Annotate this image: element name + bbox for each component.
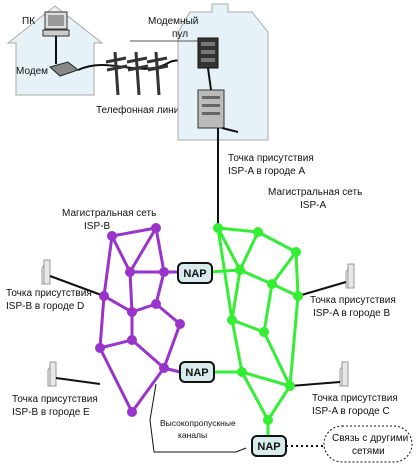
highspeed-callout: [149, 383, 247, 453]
pop-b-city-d-building: [41, 259, 51, 285]
router-node: [159, 363, 169, 373]
telephone-pole-icon: [126, 51, 149, 96]
router-node: [213, 223, 223, 233]
pop-a-city-c-label-line2: ISP-A в городе C: [312, 406, 390, 417]
backbone-b-label-line2: ISP-B: [84, 221, 110, 232]
nap-box-3: NAP: [251, 435, 287, 457]
nap-label: NAP: [257, 441, 280, 453]
pop-a-city-c-label-line1: Точка присутствия: [312, 393, 398, 404]
router-node: [159, 267, 169, 277]
highspeed-label-line1: Высокопропускные: [160, 418, 236, 428]
pop-a-c-link: [289, 381, 341, 387]
nap-box-1: NAP: [177, 262, 213, 284]
pop-b-city-e-building: [47, 361, 57, 387]
router-node: [107, 231, 117, 241]
pop-b-d-link: [49, 275, 105, 297]
nap-label: NAP: [183, 268, 206, 280]
pop-b-city-e-label-line2: ISP-B в городе E: [12, 407, 90, 418]
telephone-pole-icon: [105, 51, 128, 96]
router-node: [291, 247, 301, 257]
router-node: [235, 265, 245, 275]
backbone-a-label-line2: ISP-A: [300, 200, 326, 211]
modem-pool-rack-icon: [197, 37, 219, 69]
isp-b-network: [98, 226, 182, 413]
router-node: [99, 291, 109, 301]
router-node: [151, 299, 161, 309]
pc-label: ПК: [22, 16, 35, 27]
modem-label: Модем: [16, 66, 48, 77]
pop-b-city-e-label-line1: Точка присутствия: [12, 394, 98, 405]
pop-a-city-a-label-line1: Точка присутствия: [228, 153, 314, 164]
backbone-a-label-line1: Магистральная сеть: [268, 187, 362, 198]
pool-server-cable: [207, 67, 212, 91]
other-networks-label-line2: сетями: [352, 446, 385, 457]
backbone-b-label-line1: Магистральная сеть: [62, 208, 156, 219]
server-icon: [197, 89, 225, 129]
router-node: [127, 335, 137, 345]
router-node: [125, 267, 135, 277]
router-node: [127, 407, 137, 417]
modem-pool-label-line2: пул: [172, 29, 188, 40]
pc-icon: [42, 11, 70, 37]
router-node: [263, 415, 273, 425]
isp-a-network: [209, 226, 300, 438]
router-node: [127, 307, 137, 317]
telephone-pole-icon: [146, 51, 169, 96]
isp-b-nodes: [95, 223, 185, 417]
highspeed-label-line2: каналы: [178, 430, 207, 440]
pop-a-city-b-label-line2: ISP-A в городе B: [313, 308, 391, 319]
router-node: [227, 315, 237, 325]
other-networks-cloud: [323, 425, 413, 463]
router-node: [259, 327, 269, 337]
router-node: [253, 227, 263, 237]
isp-a-nodes: [213, 223, 303, 425]
router-node: [95, 343, 105, 353]
router-node: [293, 291, 303, 301]
pop-a-city-c-building: [339, 361, 349, 387]
server-cable: [221, 127, 239, 133]
pop-b-city-d-label-line2: ISP-B в городе D: [6, 301, 84, 312]
nap-box-2: NAP: [179, 361, 215, 383]
other-networks-label-line1: Связь с другими: [332, 433, 408, 444]
pop-a-city-b-label-line1: Точка присутствия: [310, 295, 396, 306]
router-node: [151, 223, 161, 233]
router-node: [175, 319, 185, 329]
pop-a-b-link: [297, 281, 347, 297]
pop-b-e-link: [55, 377, 101, 385]
nap-label: NAP: [185, 367, 208, 379]
router-node: [237, 367, 247, 377]
pop-a-city-a-label-line2: ISP-A в городе A: [228, 166, 306, 177]
modem-pool-label-line1: Модемный: [148, 16, 198, 27]
pop-b-city-d-label-line1: Точка присутствия: [6, 288, 92, 299]
phone-line-label: Телефонная линия: [96, 104, 185, 116]
router-node: [285, 381, 295, 391]
pop-a-city-b-building: [345, 263, 355, 289]
router-node: [267, 279, 277, 289]
